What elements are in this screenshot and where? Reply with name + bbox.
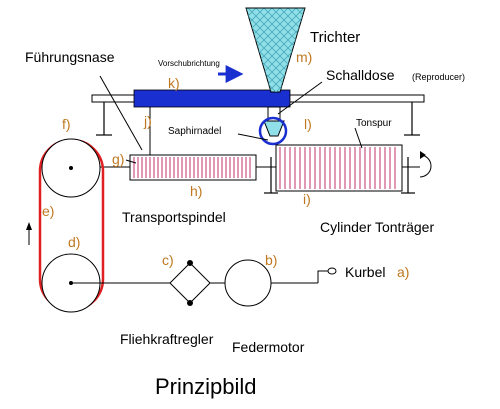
rotation-arrow-head xyxy=(420,151,426,159)
letter-b: b) xyxy=(265,252,277,268)
label-fuehrungsnase: Führungsnase xyxy=(25,49,115,65)
cylinder-grooves xyxy=(279,147,396,189)
letter-j: j) xyxy=(143,113,152,129)
reproducer-circle xyxy=(258,116,288,146)
letter-g: g) xyxy=(112,151,124,167)
spring-motor xyxy=(224,259,272,307)
letter-m: m) xyxy=(296,49,312,65)
letter-f: f) xyxy=(62,116,71,132)
diagram-title: Prinzipbild xyxy=(155,374,257,399)
label-vorschubrichtung: Vorschubrichtung xyxy=(158,59,220,68)
letter-l: l) xyxy=(304,116,312,132)
label-kurbel: Kurbel xyxy=(345,264,385,280)
carriage xyxy=(133,89,291,108)
letter-d: d) xyxy=(68,234,80,250)
letter-k: k) xyxy=(168,75,180,91)
label-fliehkraftregler: Fliehkraftregler xyxy=(120,331,214,347)
transport-spindle xyxy=(129,154,257,181)
letter-e: e) xyxy=(42,203,54,219)
crank-handle xyxy=(317,270,330,283)
crank-knob xyxy=(327,267,337,275)
letter-a: a) xyxy=(397,264,409,280)
cylinder xyxy=(275,144,403,192)
reproducer-body xyxy=(263,120,285,137)
label-saphirnadel: Saphirnadel xyxy=(168,126,221,137)
label-federmotor: Federmotor xyxy=(232,339,305,355)
pointer-saphirnadel xyxy=(237,133,269,141)
label-trichter: Trichter xyxy=(310,29,360,46)
spindle-threads xyxy=(133,157,251,178)
label-schalldose: Schalldose xyxy=(326,67,395,83)
rotation-arrow xyxy=(419,154,432,178)
pointer-fuehrungsnase xyxy=(99,75,143,151)
label-cylinder: Cylinder Tonträger xyxy=(320,219,434,235)
pointer-g xyxy=(125,159,137,164)
label-transportspindel: Transportspindel xyxy=(122,209,226,225)
letter-c: c) xyxy=(162,252,174,268)
pointer-schalldose xyxy=(277,81,323,115)
governor-weight-bottom xyxy=(187,300,193,306)
funnel-hatch xyxy=(246,8,305,92)
label-tonspur: Tonspur xyxy=(356,118,392,129)
letter-i: i) xyxy=(303,191,311,207)
belt-arrow-head xyxy=(26,222,32,230)
governor-weight-top xyxy=(187,260,193,266)
label-reproducer: (Reproducer) xyxy=(412,72,465,82)
upper-pulley-hub xyxy=(69,166,73,170)
pointer-tonspur xyxy=(354,127,363,149)
letter-h: h) xyxy=(190,183,202,199)
centrifugal-governor xyxy=(169,262,211,304)
